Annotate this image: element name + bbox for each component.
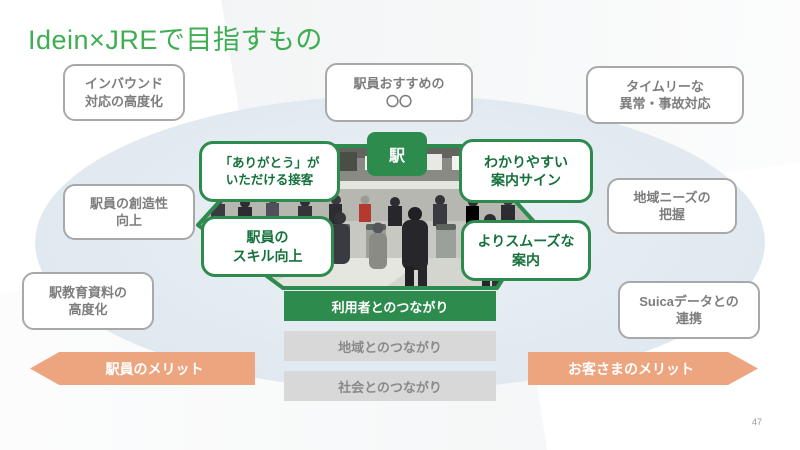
- box-training-materials: 駅教育資料の 高度化: [22, 272, 154, 330]
- box-staff-recommendation: 駅員おすすめの 〇〇: [325, 63, 473, 122]
- bar-society-connection: 社会とのつながり: [284, 371, 496, 401]
- speech-box-thanks-service: 「ありがとう」が いただける接客: [199, 141, 340, 202]
- page-title: Idein×JREで目指すもの: [28, 25, 323, 55]
- box-local-needs: 地域ニーズの 把握: [607, 178, 737, 234]
- speech-box-staff-skill: 駅員の スキル向上: [201, 216, 334, 277]
- arrow-staff-merit: 駅員のメリット: [30, 352, 255, 385]
- bar-region-connection: 地域とのつながり: [284, 331, 496, 361]
- speech-box-smooth-guidance: よりスムーズな 案内: [461, 220, 591, 281]
- box-suica-data: Suicaデータとの 連携: [618, 281, 760, 339]
- box-inbound-upgrade: インバウンド 対応の高度化: [63, 64, 185, 121]
- arrow-customer-merit: お客さまのメリット: [528, 352, 758, 385]
- box-timely-incident: タイムリーな 異常・事故対応: [586, 66, 744, 124]
- speech-box-clear-signage: わかりやすい 案内サイン: [459, 139, 593, 203]
- bar-users-connection: 利用者とのつながり: [284, 291, 496, 321]
- page-number: 47: [752, 417, 763, 427]
- box-staff-creativity: 駅員の創造性 向上: [63, 184, 195, 240]
- station-chip: 駅: [367, 132, 427, 176]
